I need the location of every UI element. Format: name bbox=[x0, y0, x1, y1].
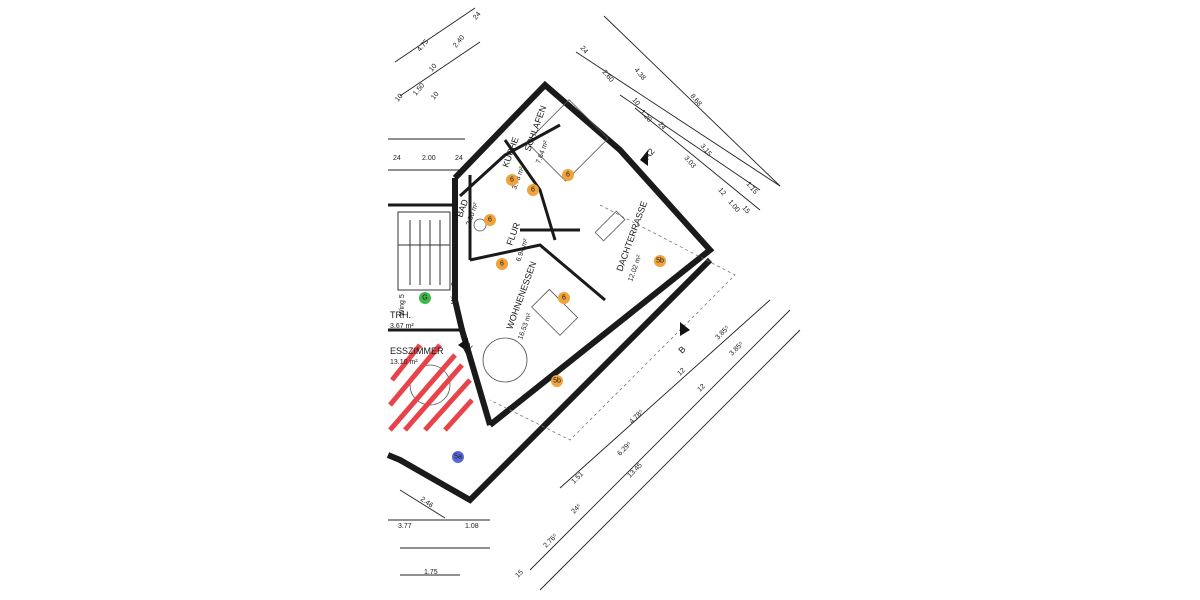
dim-10-b: 10 bbox=[430, 91, 440, 102]
dim-3-15: 3.15 bbox=[698, 143, 712, 158]
walls bbox=[386, 80, 715, 504]
furniture bbox=[409, 99, 626, 406]
dim-10-d: 10 bbox=[630, 97, 640, 108]
dim-2-76: 2.76⁵ bbox=[542, 533, 559, 550]
room-esszimmer: ESSZIMMER bbox=[390, 346, 444, 356]
room-dachterrasse: DACHTERRASSE bbox=[614, 200, 649, 273]
dim-24-c: 24 bbox=[455, 155, 463, 162]
dim-13-45: 13.45 bbox=[626, 462, 643, 479]
dim-12-b: 12 bbox=[696, 383, 707, 394]
area-wohnen: 16.53 m² bbox=[517, 312, 533, 341]
svg-text:6: 6 bbox=[488, 217, 492, 224]
svg-text:G: G bbox=[422, 295, 427, 302]
section-a2-top-arrow bbox=[640, 150, 648, 166]
dim-8-68: 8.68 bbox=[688, 93, 702, 108]
section-a2-bottom-arrow bbox=[458, 338, 468, 352]
svg-text:6: 6 bbox=[531, 187, 535, 194]
room-wohnen: WOHNENESSEN bbox=[504, 260, 538, 331]
svg-text:6: 6 bbox=[500, 261, 504, 268]
dim-10-c: 10 bbox=[394, 93, 404, 104]
area-schlafen: 7.64 m² bbox=[535, 139, 550, 164]
dim-3-85-b: 3.85⁵ bbox=[728, 341, 745, 358]
dim-2-40: 2.40 bbox=[452, 34, 466, 49]
dim-4-38: 4.38 bbox=[632, 67, 646, 82]
area-dachterrasse: 12.02 m² bbox=[627, 254, 643, 283]
room-flur: FLUR bbox=[504, 221, 522, 247]
dim-10-a: 10 bbox=[428, 63, 438, 74]
dim-1-51: 1.51 bbox=[570, 471, 585, 486]
svg-text:6: 6 bbox=[562, 295, 566, 302]
label-b: B bbox=[676, 344, 687, 355]
label-wing6: Wing 6 bbox=[451, 282, 458, 304]
dimension-lines bbox=[388, 7, 801, 591]
dim-15-a: 15 bbox=[740, 205, 750, 216]
room-kueche: KÜCHE bbox=[500, 136, 520, 169]
room-trh: TRH. bbox=[390, 310, 411, 320]
svg-text:5a: 5a bbox=[454, 454, 462, 461]
dim-24-e: 24 bbox=[656, 121, 666, 132]
area-trh: 3.67 m² bbox=[390, 323, 414, 330]
dim-6-29: 6.29⁵ bbox=[616, 441, 633, 458]
section-b-arrow bbox=[680, 322, 690, 336]
demolition-hatch bbox=[388, 343, 474, 432]
svg-text:5b: 5b bbox=[656, 258, 664, 265]
dim-24-a: 24 bbox=[472, 11, 482, 22]
dim-24-5: 24⁵ bbox=[570, 503, 583, 516]
area-esszimmer: 13.10 m² bbox=[390, 359, 418, 366]
dim-24-d: 24 bbox=[578, 45, 588, 56]
dim-15-b: 15 bbox=[514, 569, 525, 580]
dim-1-08: 1.08 bbox=[465, 523, 479, 530]
svg-text:6: 6 bbox=[566, 172, 570, 179]
svg-text:6: 6 bbox=[510, 177, 514, 184]
dimension-texts: 4.75 24 2.40 10 1.50 10 10 24 2.00 24 24… bbox=[393, 11, 759, 580]
dim-4-78: 4.78⁵ bbox=[628, 409, 645, 426]
dim-1-20: 1.20 bbox=[638, 109, 652, 124]
dim-12-a: 12 bbox=[676, 367, 687, 378]
dim-2-46: 2.46 bbox=[419, 496, 434, 510]
dim-2-00: 2.00 bbox=[422, 155, 436, 162]
label-wing5: Wing 5 bbox=[399, 294, 406, 316]
dim-1-15: 1.15 bbox=[744, 181, 758, 196]
dim-24-b: 24 bbox=[393, 155, 401, 162]
dim-2-60: 2.60 bbox=[600, 69, 614, 84]
dim-4-75: 4.75 bbox=[416, 38, 430, 53]
dim-1-50: 1.50 bbox=[412, 82, 426, 97]
room-badges: 6 6 6 6 6 6 5b 5b 5a G bbox=[419, 169, 666, 463]
stair bbox=[397, 211, 451, 291]
dim-12: 12 bbox=[716, 187, 726, 198]
dim-1-75: 1.75 bbox=[424, 569, 438, 576]
dim-1-00: 1.00 bbox=[726, 199, 740, 214]
dim-3-77: 3.77 bbox=[398, 523, 412, 530]
dim-3-85-a: 3.85⁵ bbox=[714, 325, 731, 342]
svg-text:5b: 5b bbox=[553, 378, 561, 385]
